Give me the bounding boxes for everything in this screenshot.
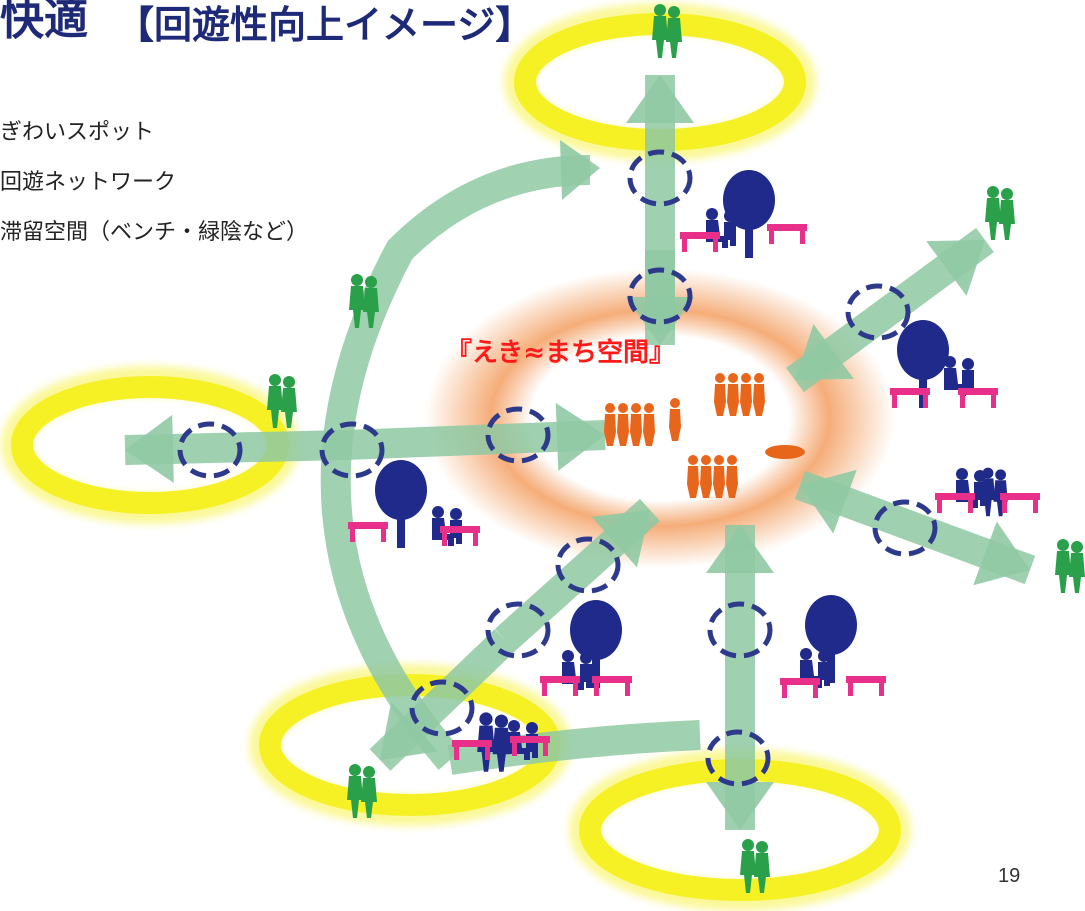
bench-icon [846, 676, 886, 696]
network-arc [320, 155, 591, 770]
crowd-icon [687, 455, 738, 498]
bench-icon [452, 740, 492, 760]
legend-item-network: 回遊ネットワーク [0, 170, 177, 195]
pedestrian-icon [347, 764, 377, 818]
arrow-head-icon [560, 140, 600, 200]
pedestrian-icon [985, 186, 1015, 240]
node-ring [627, 149, 693, 207]
node-ring [872, 499, 938, 557]
center-label: 『えき≈まち空間』 [446, 338, 676, 368]
legend-item-spot: ぎわいスポット [0, 120, 155, 145]
page-number: 19 [998, 865, 1021, 887]
node-ring [177, 421, 243, 479]
node-ring [319, 421, 385, 479]
pedestrian-icon [652, 4, 682, 58]
arrow-head-icon [973, 521, 1030, 586]
crowd-icon [765, 445, 805, 459]
arrow-head-icon [706, 525, 774, 573]
page-subtitle: 【回遊性向上イメージ】 [116, 3, 534, 47]
bench-icon [540, 676, 580, 696]
tree-icon [805, 595, 857, 683]
node-rings [177, 149, 938, 787]
arrow-head-icon [926, 240, 985, 296]
arrow-head-icon [706, 782, 774, 830]
bench-icon [440, 526, 480, 546]
node-ring [845, 283, 911, 341]
tree-icon [375, 460, 427, 548]
arrow-head-icon [626, 297, 694, 345]
arrow-head-icon [591, 510, 650, 568]
seated-figure-icon [706, 208, 736, 248]
node-ring [705, 729, 771, 787]
crowd-icon [604, 403, 655, 446]
arrow-head-icon [380, 702, 439, 760]
bench-icon [890, 388, 930, 408]
tree-icon [723, 170, 775, 258]
arrow-head-icon [555, 402, 605, 471]
arrow-head-icon [626, 75, 694, 123]
node-ring [485, 406, 551, 464]
center-glow [425, 268, 895, 568]
pedestrian-icon [267, 374, 297, 428]
node-ring [555, 536, 621, 594]
bench-icon [348, 522, 388, 542]
page-title: 快適 [0, 0, 88, 45]
bench-icon [780, 678, 820, 698]
crowd-icon [669, 398, 681, 441]
node-ring [409, 679, 475, 737]
node-ring [627, 267, 693, 325]
arrow-head-icon [800, 469, 857, 534]
node-ring [707, 601, 773, 659]
bench-icon [510, 736, 550, 756]
bench-icon [592, 676, 632, 696]
crowd-icon [714, 373, 765, 416]
pedestrian-icon [740, 839, 770, 893]
figure-icons [267, 4, 1085, 893]
bench-icon [958, 388, 998, 408]
bench-icon [680, 232, 720, 252]
pedestrian-icon [349, 274, 379, 328]
legend-item-rest-space: 滞留空間（ベンチ・緑陰など） [0, 220, 309, 245]
bench-icon [1000, 493, 1040, 513]
node-ring [485, 601, 551, 659]
bench-icon [935, 493, 975, 513]
arrow-head-icon [125, 414, 174, 483]
tree-icon [570, 600, 622, 688]
center-glow-ellipse [425, 268, 895, 568]
pedestrian-icon [1055, 539, 1085, 593]
bench-icon [767, 224, 807, 244]
arrow-head-icon [795, 324, 854, 380]
